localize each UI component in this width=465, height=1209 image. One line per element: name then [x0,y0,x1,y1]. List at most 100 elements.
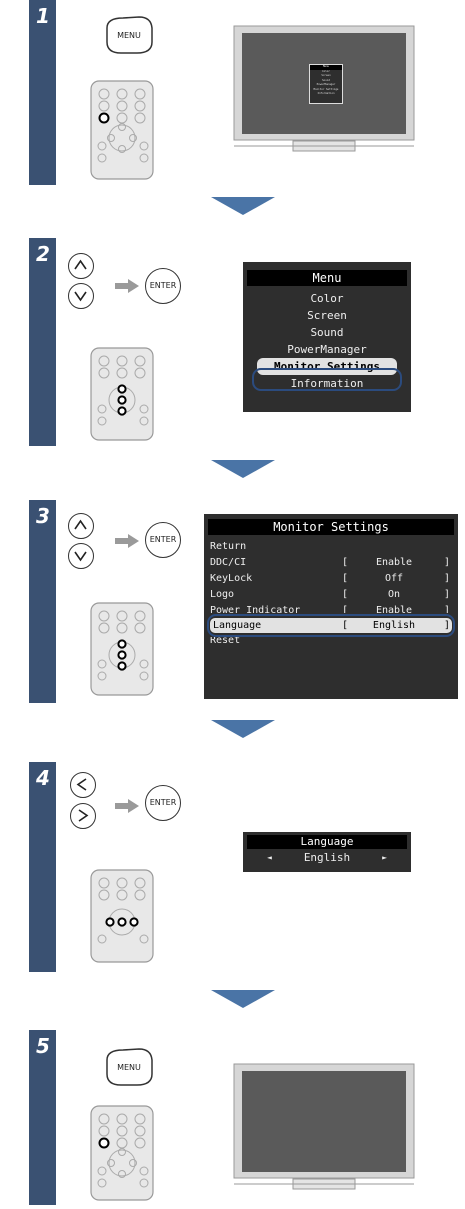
right-arrow-small-icon [78,809,89,822]
step-number: 2 [36,242,50,266]
mini-osd-item: Color [322,69,330,73]
step-3: 3 ENTER Monitor Settings Return [0,500,465,703]
bracket-open: [ [342,620,349,631]
row-label: Power Indicator [210,605,301,613]
language-selector[interactable]: ◄ English ► [243,849,411,867]
enter-button[interactable]: ENTER [145,522,181,558]
settings-row-reset[interactable]: Reset [210,637,452,646]
down-button[interactable] [68,543,94,569]
bracket-open: [ [342,605,349,613]
bracket-open: [ [342,557,349,568]
row-label: Language [213,620,262,631]
up-arrow-icon [74,259,87,270]
enter-button[interactable]: ENTER [145,268,181,304]
bracket-close: ] [443,605,450,613]
monitor-settings-title: Monitor Settings [208,519,454,535]
remote-control [88,867,156,965]
remote-control [88,1103,156,1203]
left-button[interactable] [70,772,96,798]
step-5: 5 MENU [0,1030,465,1205]
bracket-open: [ [342,573,349,584]
menu-title: Menu [247,270,407,286]
settings-row-return[interactable]: Return [210,541,452,553]
step-number-bar [29,500,56,703]
flow-arrow [211,720,275,738]
settings-row-logo[interactable]: Logo [ On ] [210,589,452,601]
down-arrow-icon [74,291,87,302]
menu-item-color[interactable]: Color [310,292,344,305]
mini-osd-item: Monitor Settings [313,87,339,91]
row-value: English [372,620,416,631]
left-arrow-icon [76,778,87,791]
step-number-bar [29,238,56,446]
mini-osd-item: Screen [321,74,331,77]
step-1: 1 MENU Menu [0,0,465,185]
selection-highlight [252,368,402,391]
monitor-illustration: Menu Color Screen Sound PowerManager Mon… [233,25,415,155]
settings-row-ddcci[interactable]: DDC/CI [ Enable ] [210,557,452,569]
row-label: Return [210,541,247,552]
bracket-close: ] [443,589,450,600]
row-value: Enable [375,605,413,613]
settings-row-keylock[interactable]: KeyLock [ Off ] [210,573,452,585]
row-label: KeyLock [210,573,253,584]
mini-osd-item: Information [317,92,335,95]
menu-button[interactable]: MENU [103,14,155,56]
step-number: 5 [36,1034,50,1058]
remote-control [88,600,156,698]
up-arrow-icon [74,519,87,530]
menu-item-screen[interactable]: Screen [307,309,347,322]
step-4: 4 ENTER Language ◄ English ► [0,762,465,972]
monitor-settings-osd: Monitor Settings Return DDC/CI [ Enable … [204,514,458,699]
bracket-close: ] [443,620,450,631]
language-value: English [303,851,351,864]
menu-item-sound[interactable]: Sound [310,326,344,339]
menu-button-shape [106,1048,153,1086]
bracket-open: [ [342,589,349,600]
selection-highlight [207,614,455,637]
down-button[interactable] [68,283,94,309]
remote-control [88,345,156,443]
right-button[interactable] [70,803,96,829]
mini-osd-title: Menu [310,65,342,70]
menu-item-information[interactable]: Information [290,377,364,390]
step-number: 1 [36,4,50,28]
up-button[interactable] [68,513,94,539]
language-prev-icon[interactable]: ◄ [267,853,272,862]
step-number-bar [29,0,56,185]
down-arrow-icon [74,551,87,562]
step-number-bar [29,762,56,972]
right-arrow-icon [115,534,139,548]
step-number: 3 [36,504,50,528]
row-label: DDC/CI [210,557,247,568]
step-number-bar [29,1030,56,1205]
mini-osd-item: Sound [322,78,330,82]
row-label: Logo [210,589,235,600]
row-label: Reset [210,637,241,646]
right-arrow-icon [115,799,139,813]
monitor-illustration [233,1063,415,1193]
menu-item-powermanager[interactable]: PowerManager [287,343,367,356]
menu-button[interactable]: MENU [103,1046,155,1088]
language-next-icon[interactable]: ► [382,853,387,862]
remote-control [88,78,156,182]
menu-button-shape [106,16,153,54]
row-value: On [387,589,401,600]
step-2: 2 ENTER Menu Color Screen S [0,238,465,446]
language-title: Language [247,835,407,849]
enter-button[interactable]: ENTER [145,785,181,821]
row-value: Off [384,573,404,584]
bracket-close: ] [443,573,450,584]
mini-osd-item: PowerManager [316,83,336,86]
menu-button-label: MENU [117,1063,141,1072]
mini-osd-menu: Menu Color Screen Sound PowerManager Mon… [309,64,343,104]
flow-arrow [211,197,275,215]
step-number: 4 [36,766,50,790]
menu-button-label: MENU [117,31,141,40]
main-menu-osd: Menu Color Screen Sound PowerManager Mon… [243,262,411,412]
settings-row-language[interactable]: Language [ English ] [210,618,452,633]
row-value: Enable [375,557,413,568]
settings-row-power-indicator[interactable]: Power Indicator [ Enable ] [210,605,452,613]
right-arrow-icon [115,279,139,293]
up-button[interactable] [68,253,94,279]
